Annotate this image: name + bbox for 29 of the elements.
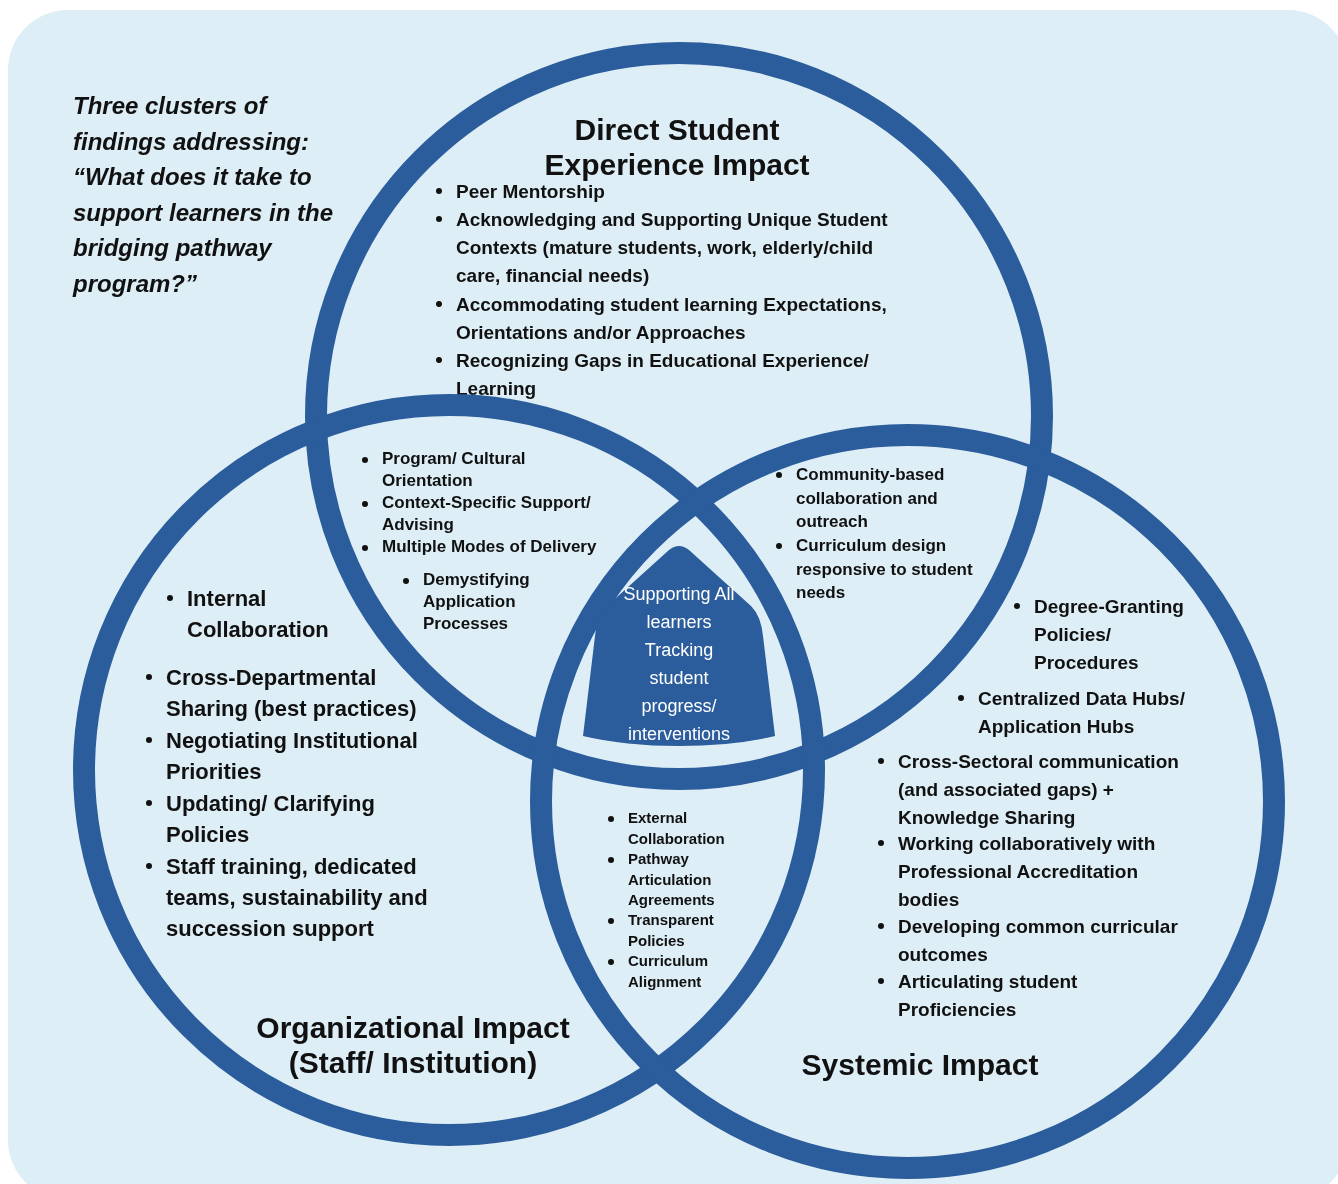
bullet-item: External Collaboration <box>604 808 739 849</box>
bullet-item: Transparent Policies <box>604 910 739 951</box>
bullet-item: Cross-Sectoral communication (and associated gaps) + Knowledge Sharing <box>874 748 1194 832</box>
bullet-item: Degree-Granting Policies/ Procedures <box>1010 593 1210 677</box>
bullet-item: Curriculum Alignment <box>604 951 739 992</box>
center-text: Supporting All learners <box>622 583 736 634</box>
bullet-item: Curriculum design responsive to student needs <box>772 534 992 605</box>
bullet-item: Articulating student Proficiencies <box>874 968 1104 1024</box>
bullet-item: Community-based collaboration and outreach <box>772 463 987 534</box>
bullet-item: Accommodating student learning Expectations, Orientations and/or Approaches <box>432 291 922 347</box>
bullet-item: Updating/ Clarifying Policies <box>142 788 442 850</box>
intro-question: Three clusters of findings addressing: “What does it take to support learners in the bridging pathway program?” <box>73 91 335 299</box>
bullet-item: Developing common curricular outcomes <box>874 913 1184 969</box>
bullet-item: Context-Specific Support/ Advising <box>358 492 618 536</box>
bullet-item: Working collaboratively with Professional Accreditation bodies <box>874 830 1184 914</box>
circle-heading: Systemic Impact <box>800 1047 1040 1082</box>
bullet-item: Acknowledging and Supporting Unique Student Contexts (mature students, work, elderly/child care, financial needs) <box>432 206 922 290</box>
bullet-item: Pathway Articulation Agreements <box>604 849 739 911</box>
bullet-item: Centralized Data Hubs/ Application Hubs <box>954 685 1214 741</box>
bullet-item: Program/ Cultural Orientation <box>358 448 608 492</box>
circle-heading: Direct Student Experience Impact <box>543 112 811 182</box>
bullet-item: Cross-Departmental Sharing (best practices) <box>142 662 442 724</box>
bullet-item: Negotiating Institutional Priorities <box>142 725 442 787</box>
bullet-item: Internal Collaboration <box>163 583 363 645</box>
bullet-item: Demystifying Application Processes <box>399 569 549 635</box>
circle-heading: Organizational Impact (Staff/ Institution) <box>255 1010 571 1080</box>
bullet-item: Multiple Modes of Delivery <box>358 536 628 558</box>
bullet-item: Staff training, dedicated teams, sustainability and succession support <box>142 851 442 944</box>
center-text: Tracking student progress/ interventions <box>626 639 732 746</box>
